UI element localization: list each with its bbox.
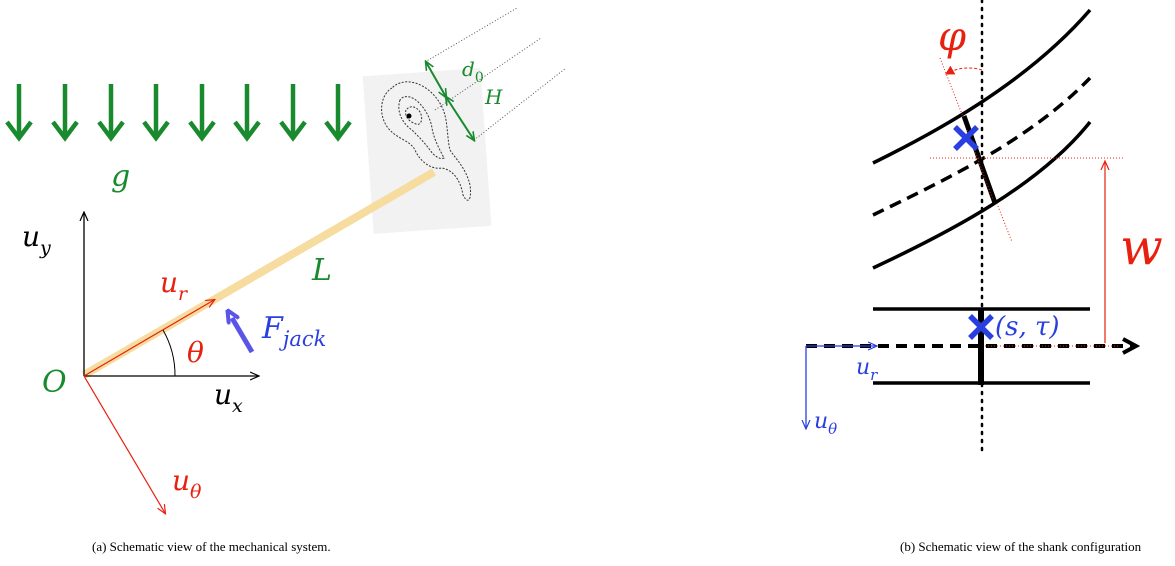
- d0-label: d0: [462, 57, 484, 86]
- d0-dimension-arrow: [426, 62, 446, 97]
- reference-point-marker: [968, 314, 994, 340]
- h-dimension-arrow: [446, 97, 474, 140]
- gravity-arrows: [5, 84, 352, 142]
- tool-center-point: [406, 113, 412, 119]
- deflection-w-label: w: [1120, 218, 1163, 276]
- u-y-label: uy: [22, 220, 51, 259]
- length-label: L: [311, 253, 332, 288]
- gravity-arrow: [188, 84, 216, 142]
- gravity-arrow: [324, 84, 352, 142]
- gravity-arrow: [233, 84, 261, 142]
- panel-b: φ w (s, τ) ur uθ (b) Schematic view of: [806, 0, 1163, 554]
- u-r-arrow: [83, 300, 214, 377]
- u-x-label: ux: [214, 378, 243, 417]
- local-u-r-label: ur: [856, 355, 878, 384]
- local-u-theta-label: uθ: [814, 409, 837, 438]
- upper-solid-curve: [872, 8, 1092, 165]
- gravity-arrow: [5, 84, 33, 142]
- tool-head-background: [362, 68, 492, 234]
- gravity-arrow: [279, 84, 307, 142]
- gravity-label: g: [111, 159, 130, 194]
- lower-solid-curve: [872, 120, 1092, 270]
- panel-a: g d0 H L uy ux ur uθ: [5, 7, 567, 554]
- phi-label: φ: [938, 14, 966, 60]
- h-label: H: [484, 85, 503, 109]
- u-theta-label: uθ: [172, 464, 202, 503]
- s-tau-label: (s, τ): [995, 312, 1060, 342]
- deformed-point-marker: [953, 125, 979, 151]
- f-jack-label: Fjack: [261, 311, 326, 351]
- origin-label: O: [42, 365, 67, 400]
- tool-head-shape: [381, 81, 471, 201]
- f-jack-arrow: [232, 318, 255, 354]
- theta-angle-arc: [162, 329, 176, 377]
- deformed-section: [961, 115, 998, 204]
- u-r-label: ur: [160, 266, 189, 305]
- gravity-arrow: [51, 84, 79, 142]
- gravity-arrow: [142, 84, 170, 142]
- caption-b: (b) Schematic view of the shank configur…: [900, 539, 1142, 554]
- u-theta-arrow: [83, 375, 165, 513]
- caption-a: (a) Schematic view of the mechanical sys…: [92, 539, 331, 554]
- gravity-arrow: [97, 84, 125, 142]
- phi-angle-arc: [945, 65, 983, 75]
- shank-bar: [81, 168, 437, 379]
- theta-label: θ: [187, 336, 204, 369]
